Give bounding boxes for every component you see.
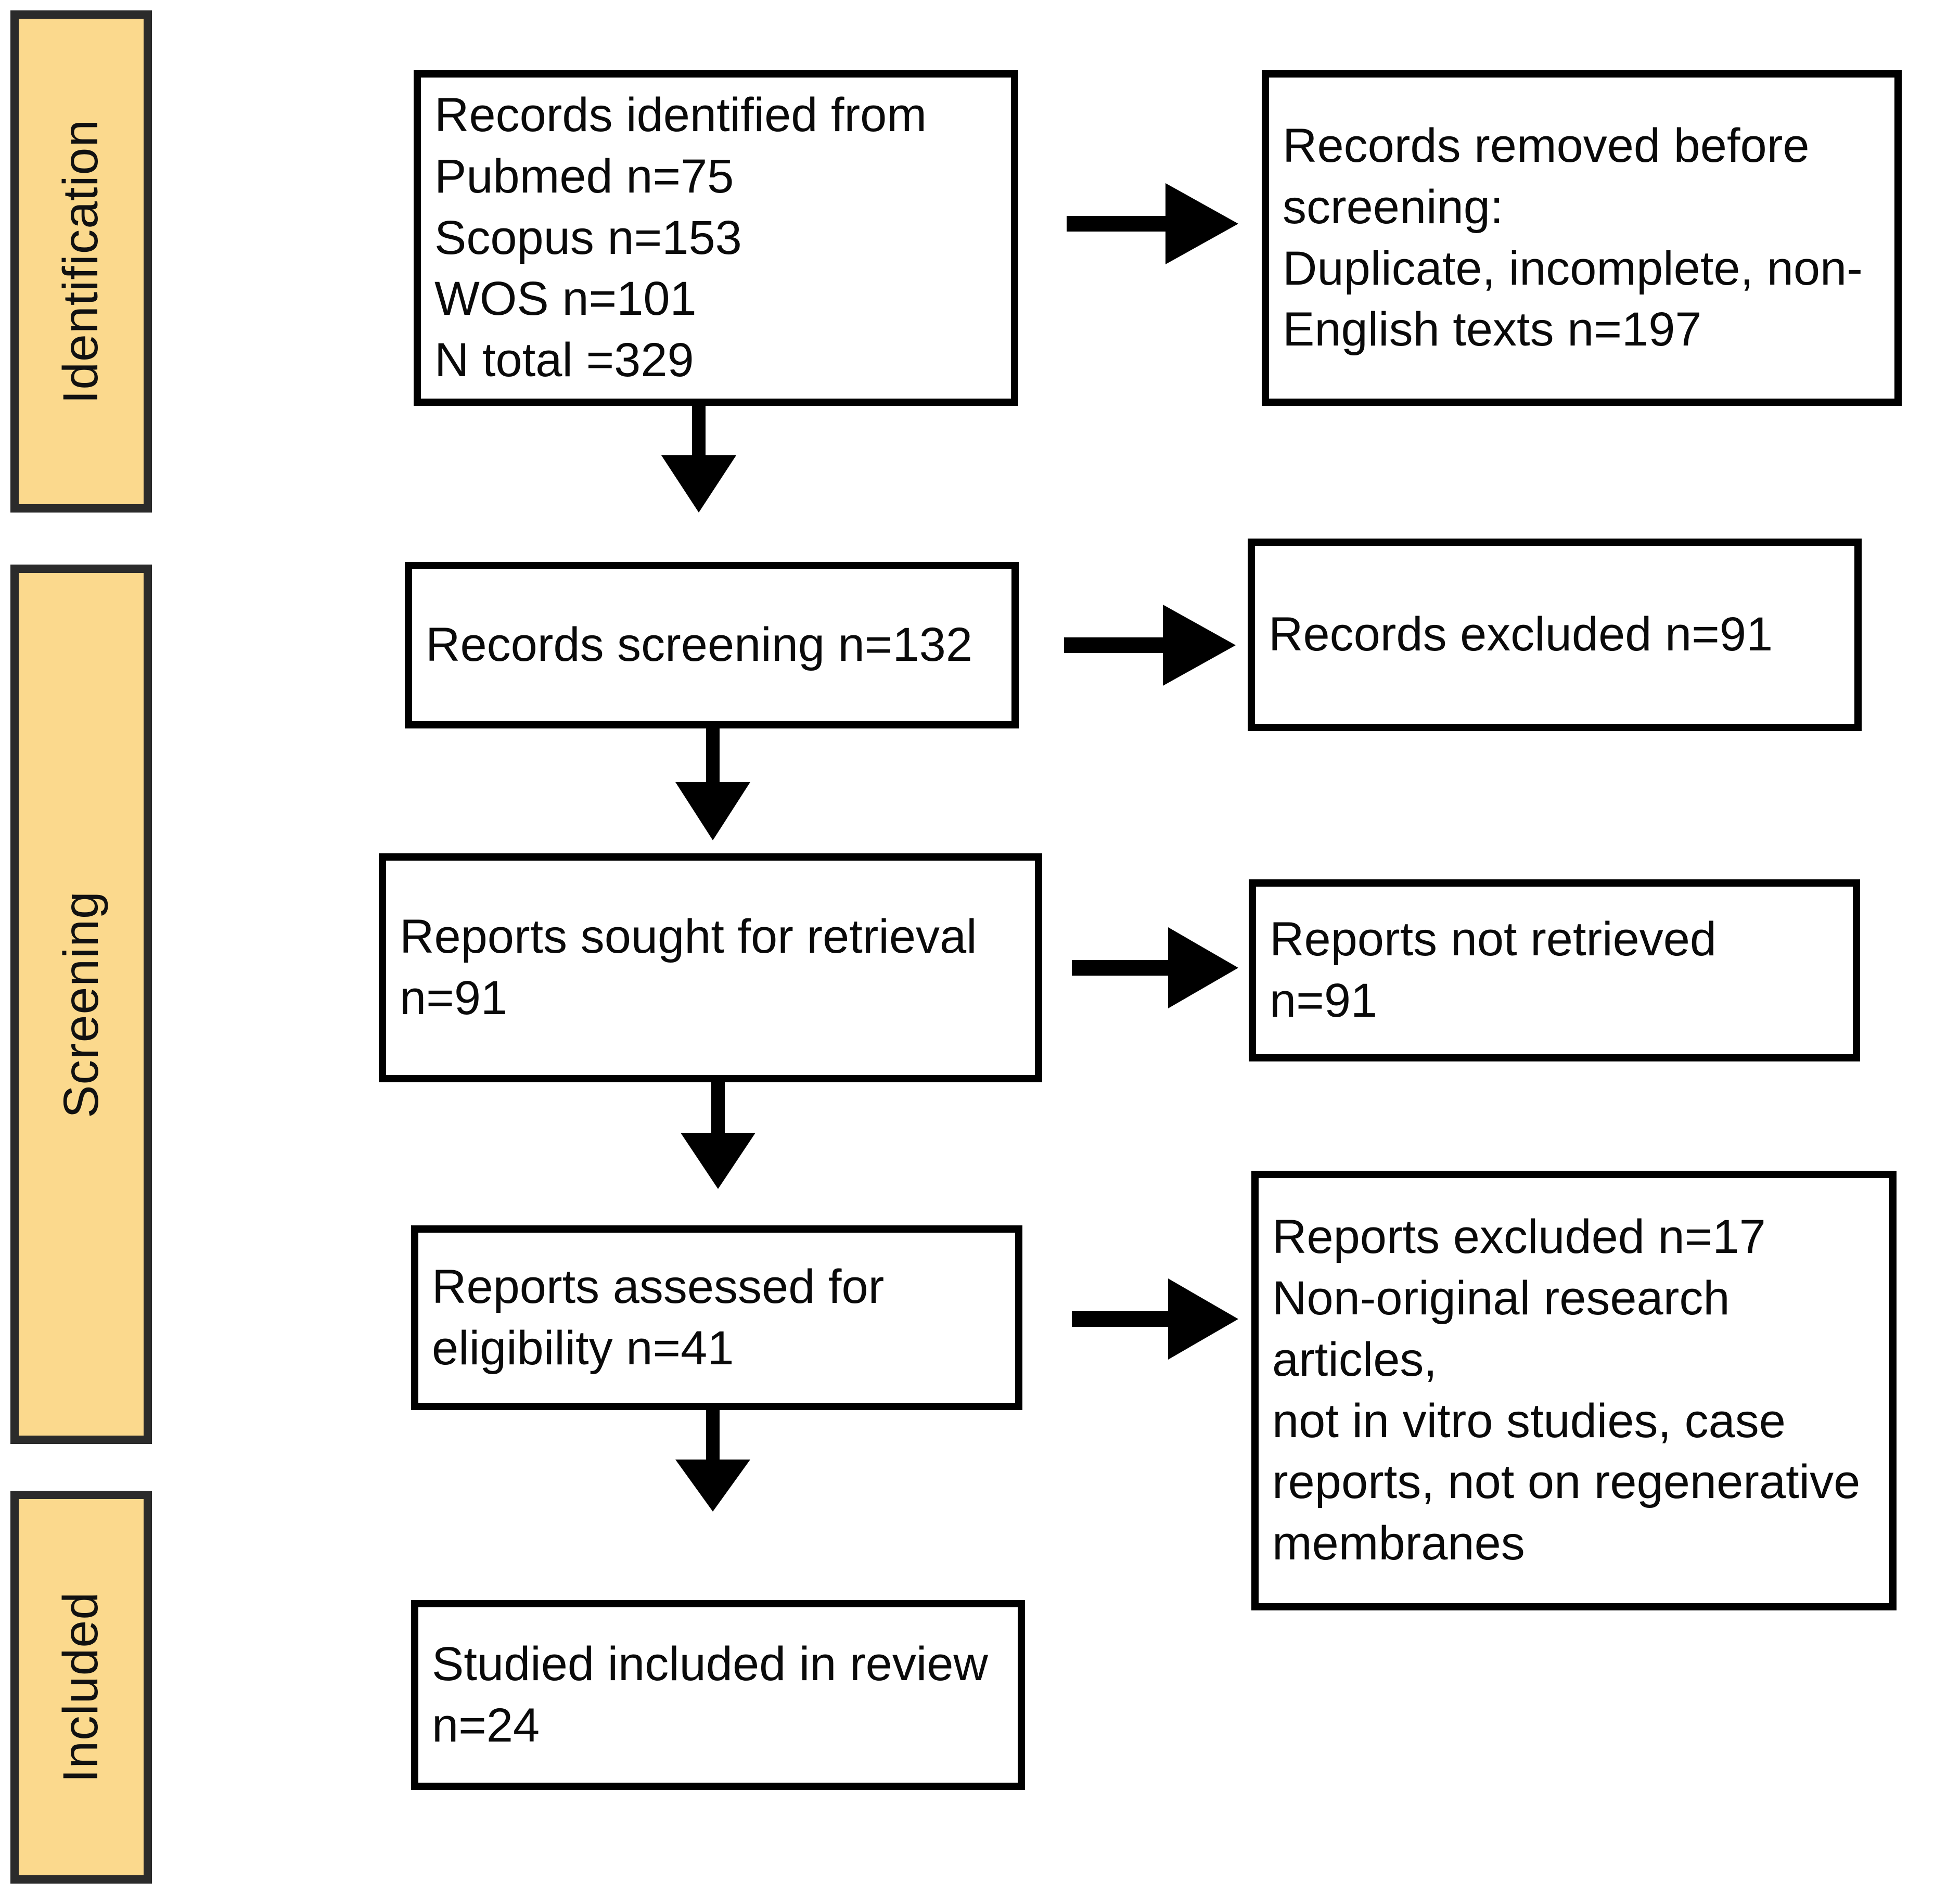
arrow-shaft <box>1064 637 1168 653</box>
arrow-shaft <box>711 1082 725 1140</box>
arrow-head <box>1163 605 1236 686</box>
arrow-shaft <box>706 728 720 788</box>
box-studies-included: Studied included in review n=24 <box>411 1600 1025 1790</box>
arrow-assessed-to-included <box>675 1410 750 1512</box>
arrow-shaft <box>706 1410 720 1465</box>
stage-included: Included <box>10 1491 152 1884</box>
box-reports-not-retrieved: Reports not retrieved n=91 <box>1249 879 1860 1061</box>
arrow-shaft <box>1072 960 1173 976</box>
box-records-removed-text: Records removed before screening: Duplic… <box>1283 119 1863 356</box>
arrow-identified-to-screening <box>660 406 738 513</box>
arrow-head <box>661 455 736 513</box>
arrow-sought-to-not-retrieved <box>1072 926 1238 1009</box>
box-reports-sought-text: Reports sought for retrieval n=91 <box>400 910 977 1025</box>
box-records-screening-text: Records screening n=132 <box>426 618 972 672</box>
arrow-assessed-to-excluded <box>1072 1277 1238 1361</box>
arrow-head <box>675 1460 750 1512</box>
arrow-screening-to-sought <box>674 728 752 840</box>
box-reports-excluded: Reports excluded n=17 Non-original resea… <box>1251 1171 1897 1610</box>
box-reports-sought: Reports sought for retrieval n=91 <box>379 853 1042 1082</box>
arrow-head <box>1168 1278 1238 1360</box>
box-records-excluded-text: Records excluded n=91 <box>1269 608 1773 661</box>
arrow-shaft <box>692 406 706 463</box>
arrow-shaft <box>1067 216 1171 232</box>
stage-included-label: Included <box>53 1591 109 1783</box>
box-reports-excluded-text: Reports excluded n=17 Non-original resea… <box>1272 1210 1861 1570</box>
arrow-head <box>675 782 750 840</box>
box-reports-assessed: Reports assessed for eligibility n=41 <box>411 1225 1022 1410</box>
arrow-sought-to-assessed <box>679 1082 757 1189</box>
stage-identification: Identification <box>10 10 152 513</box>
box-records-removed: Records removed before screening: Duplic… <box>1262 70 1902 406</box>
box-reports-not-retrieved-text: Reports not retrieved n=91 <box>1270 913 1717 1027</box>
box-records-identified-text: Records identified from Pubmed n=75 Scop… <box>434 88 927 387</box>
arrow-head <box>1168 927 1238 1008</box>
stage-screening-label: Screening <box>53 890 109 1118</box>
arrow-screening-to-excluded <box>1064 604 1236 687</box>
box-records-excluded: Records excluded n=91 <box>1248 539 1862 731</box>
arrow-identified-to-removed <box>1067 182 1238 265</box>
arrow-shaft <box>1072 1311 1173 1327</box>
arrow-head <box>681 1133 755 1189</box>
arrow-head <box>1165 183 1238 264</box>
stage-screening: Screening <box>10 565 152 1444</box>
stage-identification-label: Identification <box>53 119 109 404</box>
box-reports-assessed-text: Reports assessed for eligibility n=41 <box>432 1260 885 1375</box>
box-records-screening: Records screening n=132 <box>405 562 1019 728</box>
box-records-identified: Records identified from Pubmed n=75 Scop… <box>414 70 1018 406</box>
box-studies-included-text: Studied included in review n=24 <box>432 1637 988 1752</box>
